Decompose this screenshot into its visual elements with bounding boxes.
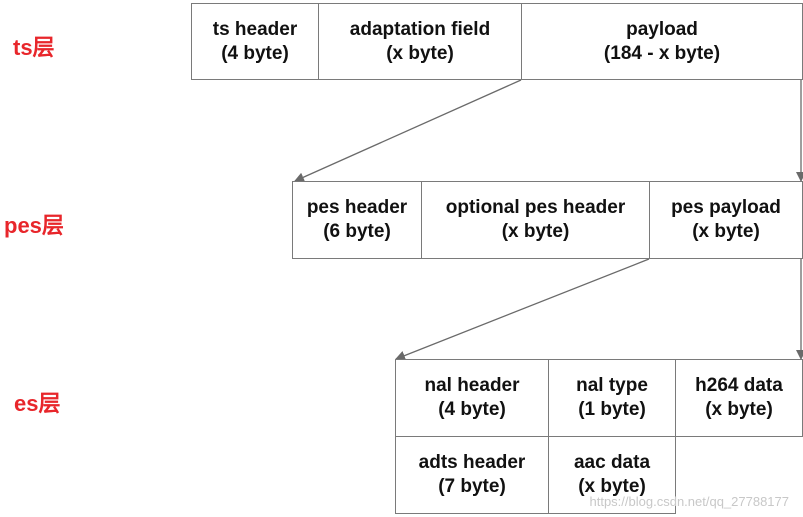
cell-name: nal type [576,375,648,396]
ts-to-pes-arrow-left [294,79,522,182]
pes-to-es-arrow-left [395,258,650,361]
aac-data-cell: aac data (x byte) [548,436,676,514]
cell-size: (184 - x byte) [603,42,721,64]
cell-size: (7 byte) [438,476,506,497]
cell-name: payload [626,18,698,40]
pes-header-cell: pes header (6 byte) [292,181,422,259]
cell-name: pes header [306,197,408,218]
watermark-text: https://blog.csdn.net/qq_27788177 [589,494,790,509]
cell-name: ts header [212,18,298,40]
ts-payload-cell: payload (184 - x byte) [521,3,803,80]
optional-pes-header-cell: optional pes header (x byte) [421,181,650,259]
cell-name: optional pes header [445,197,626,218]
cell-name: nal header [424,375,520,396]
cell-size: (4 byte) [438,399,506,420]
cell-size: (x byte) [692,221,760,242]
ts-layer-label: ts层 [13,35,55,60]
cell-name: adts header [418,452,526,473]
h264-data-cell: h264 data (x byte) [675,359,803,437]
cell-size: (x byte) [578,476,646,497]
cell-name: aac data [573,452,651,473]
ts-header-cell: ts header (4 byte) [191,3,319,80]
nal-type-cell: nal type (1 byte) [548,359,676,437]
cell-size: (4 byte) [221,42,289,64]
pes-layer-label: pes层 [4,213,64,238]
cell-size: (x byte) [386,42,454,64]
cell-name: adaptation field [349,18,491,40]
cell-size: (6 byte) [323,221,391,242]
cell-size: (1 byte) [578,399,646,420]
es-layer-label: es层 [14,391,61,416]
nal-header-cell: nal header (4 byte) [395,359,549,437]
cell-size: (x byte) [501,221,570,242]
cell-size: (x byte) [705,399,773,420]
pes-payload-cell: pes payload (x byte) [649,181,803,259]
cell-name: h264 data [695,375,783,396]
adaptation-field-cell: adaptation field (x byte) [318,3,522,80]
cell-name: pes payload [671,197,781,218]
adts-header-cell: adts header (7 byte) [395,436,549,514]
